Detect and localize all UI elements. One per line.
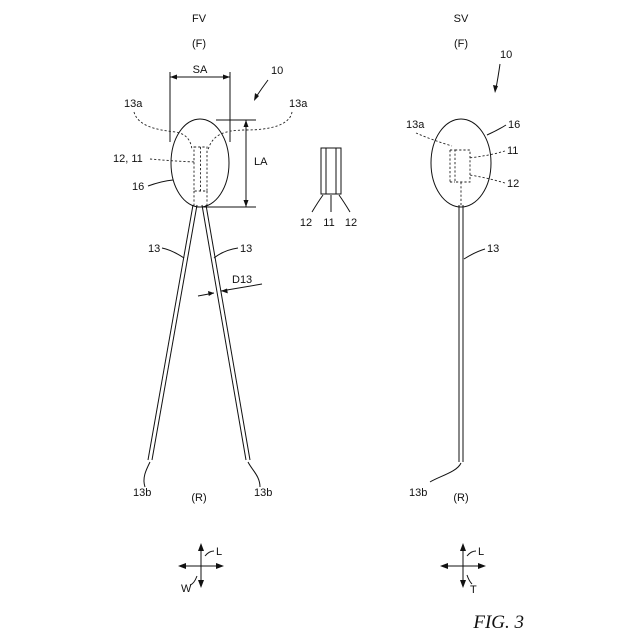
axes-side: L T — [440, 543, 486, 596]
coating-ellipse-front — [171, 119, 229, 207]
axis-label-w-front: W — [181, 583, 192, 595]
reference-13-front-right: 13 — [240, 243, 252, 255]
front-view-bottom-direction: (R) — [191, 492, 206, 504]
hidden-element-side — [450, 150, 470, 207]
lead-side — [459, 205, 463, 462]
element-detail: 12 11 12 — [300, 148, 357, 229]
axis-label-t-side: T — [470, 584, 477, 596]
reference-12-11-front: 12, 11 — [113, 153, 143, 165]
figure-label: FIG. 3 — [472, 612, 524, 633]
side-view-bottom-direction: (R) — [453, 492, 468, 504]
reference-16-front: 16 — [132, 181, 144, 193]
axis-label-l-front: L — [216, 546, 222, 558]
reference-13-side: 13 — [487, 243, 499, 255]
reference-13b-front-right: 13b — [254, 487, 272, 499]
element-detail-ref-center: 11 — [323, 217, 334, 229]
reference-10-front-label: 10 — [271, 65, 283, 77]
element-detail-ref-left: 12 — [300, 217, 312, 229]
reference-13a-side: 13a — [406, 119, 425, 131]
front-view-top-direction: (F) — [192, 38, 206, 50]
reference-16-side: 16 — [508, 119, 520, 131]
reference-13-front-left: 13 — [148, 243, 160, 255]
reference-10-side-label: 10 — [500, 49, 512, 61]
reference-13a-front-left: 13a — [124, 98, 143, 110]
reference-10-front: 10 — [254, 65, 283, 101]
coating-ellipse-side — [431, 119, 491, 207]
side-view-top-direction: (F) — [454, 38, 468, 50]
dimension-d13-label: D13 — [232, 274, 252, 286]
element-detail-ref-right: 12 — [345, 217, 357, 229]
dimension-la-label: LA — [254, 156, 268, 168]
reference-12-side: 12 — [507, 178, 519, 190]
reference-10-side: 10 — [493, 49, 512, 93]
axis-label-l-side: L — [478, 546, 484, 558]
reference-13b-side: 13b — [409, 487, 427, 499]
front-view-title: FV — [192, 13, 207, 25]
side-view-title: SV — [454, 13, 469, 25]
axes-front: L W — [178, 543, 224, 595]
reference-13a-front-right: 13a — [289, 98, 308, 110]
dimension-sa: SA — [170, 64, 230, 142]
hidden-element-front — [194, 147, 207, 207]
dimension-d13: D13 — [198, 274, 262, 296]
reference-11-side: 11 — [507, 145, 518, 157]
front-view: FV (F) SA 10 LA — [113, 13, 308, 595]
side-view: SV (F) 10 13a 16 11 — [406, 13, 520, 596]
reference-13b-front-left: 13b — [133, 487, 151, 499]
dimension-sa-label: SA — [193, 64, 208, 76]
